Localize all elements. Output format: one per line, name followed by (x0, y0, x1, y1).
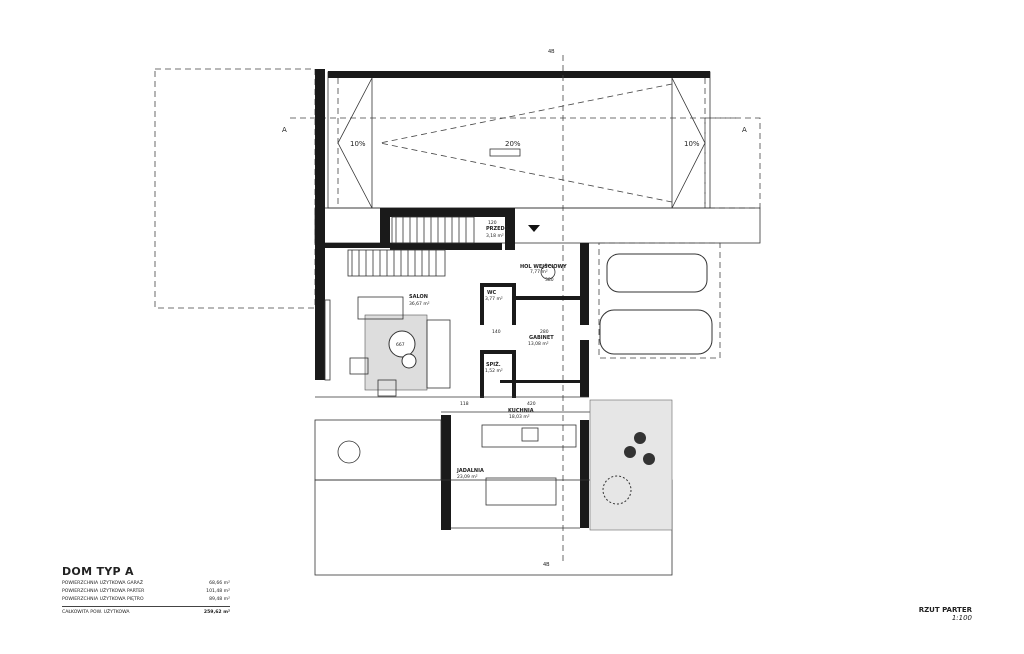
legend-total-value: 259,62 m² (203, 610, 230, 615)
legend-row: POWIERZCHNIA UŻYTKOWA GARAŻ 68,66 m² (62, 581, 230, 586)
room-area-kuchnia: 18,03 m² (509, 414, 530, 420)
legend-row-value: 101,48 m² (206, 589, 230, 594)
room-name-gabinet: GABINET (529, 335, 554, 341)
room-name-spiz: SPIŻ. (486, 361, 501, 368)
walls (315, 69, 589, 530)
roof-slope-left: 10% (350, 140, 366, 148)
legend-row-value: 68,66 m² (209, 581, 230, 586)
car-icon (599, 309, 713, 355)
room-area-salon: 36,67 m² (409, 301, 430, 307)
drawing-scale: 1:100 (951, 614, 972, 622)
axis-label-top: 4B (548, 49, 555, 55)
section-label-left: A (282, 126, 287, 134)
section-label-right: A (742, 126, 747, 134)
axis-label-bottom: 4B (543, 562, 550, 568)
room-labels: PRZEDS. 3,18 m² HOL WEJŚCIOWY 7,77 m² SA… (409, 226, 567, 480)
garden (589, 399, 673, 531)
legend-total-row: CAŁKOWITA POW. UŻYTKOWA 259,62 m² (62, 610, 230, 615)
dimension-label: 420 (527, 401, 536, 407)
room-name-kuchnia: KUCHNIA (508, 408, 534, 414)
room-name-hol: HOL WEJŚCIOWY (520, 263, 567, 270)
legend-divider (62, 606, 230, 607)
drawing-title-block: RZUT PARTER 1:100 (919, 606, 972, 622)
room-name-wc: WC (487, 290, 497, 296)
room-area-wc: 3,77 m² (485, 296, 503, 302)
room-area-gabinet: 13,08 m² (528, 341, 549, 347)
legend-title: DOM TYP A (62, 565, 134, 578)
roof-slope-center: 20% (505, 140, 521, 148)
room-area-spiz: 1,52 m² (485, 368, 503, 374)
dimension-label: 120 (488, 220, 497, 226)
staircase (347, 216, 475, 277)
drawing-title: RZUT PARTER (918, 606, 972, 614)
dimension-label: 380 (545, 277, 554, 283)
room-area-jadalnia: 23,09 m² (457, 474, 478, 480)
legend-row-label: POWIERZCHNIA UŻYTKOWA GARAŻ (62, 581, 143, 586)
roof-slope-right: 10% (684, 140, 700, 148)
legend-row: POWIERZCHNIA UŻYTKOWA PARTER 101,48 m² (62, 589, 230, 594)
dimension-label: 667 (396, 342, 405, 348)
dimensions: 120 380 140 280 118 420 667 (396, 220, 554, 407)
room-area-przedsionek: 3,18 m² (486, 233, 504, 239)
legend-total-label: CAŁKOWITA POW. UŻYTKOWA (62, 610, 130, 615)
legend-row: POWIERZCHNIA UŻYTKOWA PIĘTRO 89,48 m² (62, 597, 230, 602)
dimension-label: 140 (492, 329, 501, 335)
carport-outline (154, 68, 316, 309)
terrace (314, 419, 442, 481)
legend-row-value: 89,48 m² (209, 597, 230, 602)
legend-row-label: POWIERZCHNIA UŻYTKOWA PIĘTRO (62, 597, 144, 602)
room-name-jadalnia: JADALNIA (456, 468, 484, 474)
dimension-label: 280 (540, 329, 549, 335)
roof-plan: 10% 20% 10% (327, 71, 761, 209)
room-area-hol: 7,77 m² (530, 269, 548, 275)
furniture (337, 225, 590, 506)
room-name-przedsionek: PRZEDS. (486, 226, 510, 232)
dimension-label: 118 (460, 401, 469, 407)
parking (598, 242, 721, 359)
area-legend: DOM TYP A POWIERZCHNIA UŻYTKOWA GARAŻ 68… (62, 565, 230, 615)
car-icon (606, 253, 708, 293)
room-name-salon: SALON (409, 294, 428, 300)
legend-row-label: POWIERZCHNIA UŻYTKOWA PARTER (62, 589, 145, 594)
